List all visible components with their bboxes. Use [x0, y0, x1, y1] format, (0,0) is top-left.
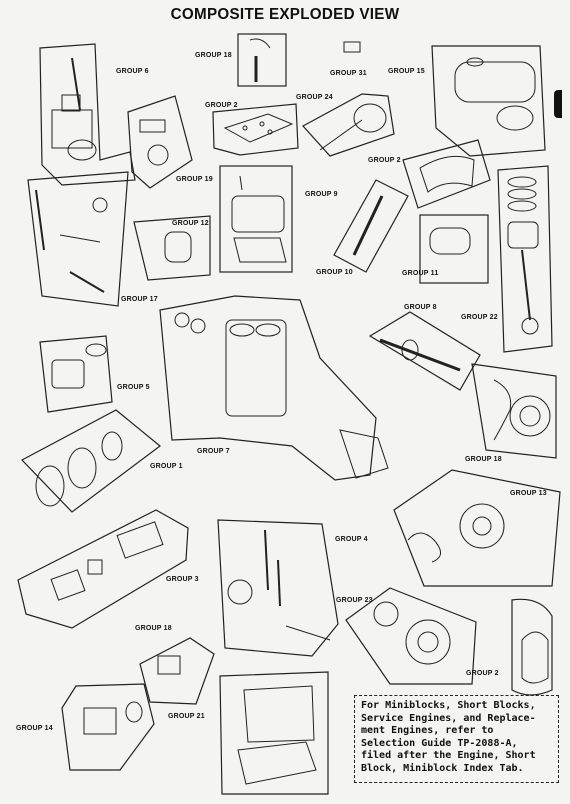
label-group-15: GROUP 15: [388, 68, 425, 75]
label-group-2-air-cleaner: GROUP 2: [466, 670, 499, 677]
group-7-block-illustration: [159, 295, 389, 481]
note-line-4: Selection Guide TP-2088-A,: [361, 737, 518, 749]
group-9-cylinder-head-illustration: [219, 165, 293, 273]
label-group-6: GROUP 6: [116, 68, 149, 75]
group-2-head-illustration: [212, 103, 299, 156]
label-group-23: GROUP 23: [336, 597, 373, 604]
label-group-21: GROUP 21: [168, 713, 205, 720]
label-group-17: GROUP 17: [121, 296, 158, 303]
group-3-gaskets-illustration: [17, 509, 189, 629]
label-group-5: GROUP 5: [117, 384, 150, 391]
label-group-2-head: GROUP 2: [205, 102, 238, 109]
group-31-illustration: [343, 41, 361, 53]
label-group-1: GROUP 1: [150, 463, 183, 470]
group-4-valves-illustration: [217, 519, 339, 657]
group-22-piston-illustration: [497, 165, 553, 353]
group-23-illustration: [345, 587, 477, 685]
label-group-4: GROUP 4: [335, 536, 368, 543]
label-group-22: GROUP 22: [461, 314, 498, 321]
group-18-small-illustration: [139, 637, 215, 705]
group-18-spark-plug-illustration: [237, 33, 287, 87]
label-group-18-stator: GROUP 18: [465, 456, 502, 463]
group-21-illustration: [219, 671, 329, 795]
group-13-flywheel-illustration: [393, 469, 561, 587]
label-group-2-shroud: GROUP 2: [368, 157, 401, 164]
group-2-air-cleaner-illustration: [511, 598, 553, 696]
group-19-illustration: [127, 95, 193, 189]
label-group-7: GROUP 7: [197, 448, 230, 455]
selection-guide-note: For Miniblocks, Short Blocks, Service En…: [354, 695, 559, 783]
note-line-2: Service Engines, and Replace-: [361, 712, 536, 724]
page-title: COMPOSITE EXPLODED VIEW: [170, 6, 400, 23]
label-group-10: GROUP 10: [316, 269, 353, 276]
label-group-3: GROUP 3: [166, 576, 199, 583]
group-8-crankshaft-illustration: [368, 311, 481, 391]
label-group-12: GROUP 12: [172, 220, 209, 227]
note-line-6: Block, Miniblock Index Tab.: [361, 762, 524, 774]
group-10-illustration: [333, 179, 409, 273]
group-14-fuel-pump-illustration: [61, 683, 155, 771]
group-15-fuel-tank-illustration: [431, 45, 546, 157]
note-line-1: For Miniblocks, Short Blocks,: [361, 700, 536, 711]
label-group-18-small: GROUP 18: [135, 625, 172, 632]
group-18-stator-illustration: [471, 363, 557, 459]
note-line-5: filed after the Engine, Short: [361, 750, 536, 761]
label-group-13: GROUP 13: [510, 490, 547, 497]
group-24-illustration: [302, 93, 395, 157]
group-5-carburetor-illustration: [39, 335, 113, 413]
label-group-11: GROUP 11: [402, 270, 439, 277]
group-1-flywheel-illustration: [21, 409, 161, 513]
label-group-9: GROUP 9: [305, 191, 338, 198]
group-12-illustration: [133, 215, 211, 281]
label-group-24: GROUP 24: [296, 94, 333, 101]
index-tab-mark: [554, 90, 562, 118]
group-2-shroud-illustration: [402, 139, 491, 209]
label-group-19: GROUP 19: [176, 176, 213, 183]
note-line-3: ment Engines, refer to: [361, 725, 494, 736]
label-group-31: GROUP 31: [330, 70, 367, 77]
label-group-14: GROUP 14: [16, 725, 53, 732]
group-11-starter-illustration: [419, 214, 489, 284]
label-group-18-top: GROUP 18: [195, 52, 232, 59]
group-17-illustration: [27, 171, 129, 307]
label-group-8: GROUP 8: [404, 304, 437, 311]
group-6-illustration: [39, 43, 136, 186]
